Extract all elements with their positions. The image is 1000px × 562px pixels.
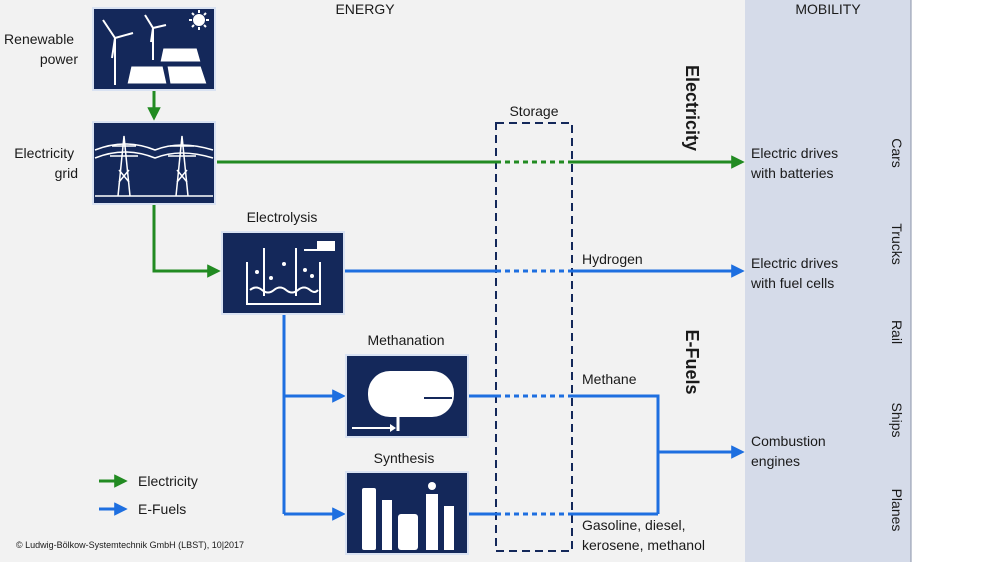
methanation-label: Methanation: [367, 332, 444, 348]
vehicle-trucks: Trucks: [889, 223, 905, 264]
mobility-background: [745, 0, 911, 562]
drive-fuel-cells-label: Electric drives with fuel cells: [750, 255, 842, 291]
energy-background: [0, 0, 745, 562]
storage-box: [495, 122, 573, 552]
vehicle-cars: Cars: [889, 138, 905, 168]
renewable-power-label: Renewable power: [4, 31, 78, 67]
right-margin: [912, 0, 1000, 562]
vehicle-ships: Ships: [889, 402, 905, 437]
electricity-grid-label: Electricity grid: [14, 145, 78, 181]
mobility-header: MOBILITY: [795, 1, 861, 17]
synthesis-icon: [345, 471, 469, 555]
liquid-fuels-label: Gasoline, diesel, kerosene, methanol: [582, 517, 705, 553]
vehicle-planes: Planes: [889, 489, 905, 532]
hydrogen-label: Hydrogen: [582, 251, 643, 267]
electricity-grid-icon: [92, 121, 216, 205]
electricity-carrier-label: Electricity: [682, 65, 702, 151]
legend-electricity-label: Electricity: [138, 473, 198, 489]
electrolysis-label: Electrolysis: [247, 209, 318, 225]
efuels-carrier-label: E-Fuels: [682, 329, 702, 394]
drive-combustion-label: Combustion engines: [751, 433, 830, 469]
drive-batteries-label: Electric drives with batteries: [750, 145, 842, 181]
efuel-flows: [282, 264, 745, 521]
storage-label: Storage: [509, 103, 558, 119]
legend: Electricity E-Fuels: [99, 473, 198, 517]
legend-efuels-label: E-Fuels: [138, 501, 186, 517]
methane-label: Methane: [582, 371, 637, 387]
energy-header: ENERGY: [335, 1, 395, 17]
renewable-power-icon: [92, 7, 216, 91]
vehicle-rail: Rail: [889, 320, 905, 344]
methane-to-junction: [572, 394, 660, 514]
electricity-flows: [147, 90, 745, 278]
electrolysis-icon: [221, 231, 345, 315]
copyright-text: © Ludwig-Bölkow-Systemtechnik GmbH (LBST…: [16, 540, 244, 550]
grid-to-electrolysis-arrow: [152, 205, 221, 278]
synthesis-label: Synthesis: [374, 450, 435, 466]
methanation-icon: [345, 354, 469, 438]
